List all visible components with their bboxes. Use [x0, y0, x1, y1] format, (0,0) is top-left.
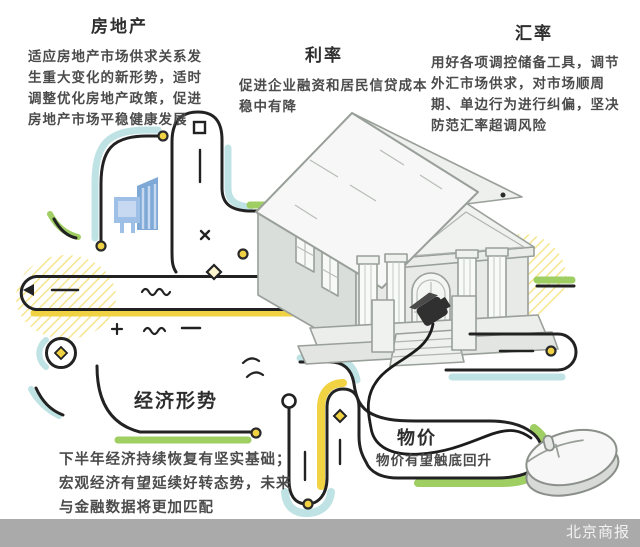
arrow-left-icon: [23, 284, 34, 296]
section-body-economy: 下半年经济持续恢复有坚实基础；宏观经济有望延续好转态势，未来与金融数据将更加匹配: [59, 452, 292, 516]
section-title-prices: 物价: [397, 428, 437, 448]
section-title-exchange-rate: 汇率: [515, 24, 553, 43]
section-body-interest-rate: 促进企业融资和居民信贷成本稳中有降: [239, 78, 428, 114]
bank-building-icon: [255, 112, 559, 367]
storefront-icon: [114, 177, 158, 233]
right-road: [444, 332, 578, 381]
section-title-economy: 经济形势: [134, 391, 219, 412]
section-body-real-estate: 适应房地产市场供求关系发生重大变化的新形势，适时调整优化房地产政策，促进房地产市…: [28, 49, 202, 127]
section-body-exchange-rate: 用好各项调控储备工具，调节外汇市场供求，对市场顺周期、单边行为进行纠偏，坚决防范…: [431, 55, 620, 133]
mouse-cable: [366, 322, 533, 456]
hatch-blob-left: [16, 255, 116, 339]
section-body-prices: 物价有望触底回升: [376, 453, 492, 468]
plug-icon: [366, 292, 533, 456]
footer-bar: 北京商报: [0, 519, 640, 547]
mouse-wheel: [542, 434, 555, 452]
section-title-interest-rate: 利率: [305, 46, 343, 65]
publication-name: 北京商报: [565, 524, 630, 541]
computer-mouse-icon: [525, 429, 620, 497]
section-title-real-estate: 房地产: [91, 17, 148, 36]
road-markers: [23, 120, 348, 510]
